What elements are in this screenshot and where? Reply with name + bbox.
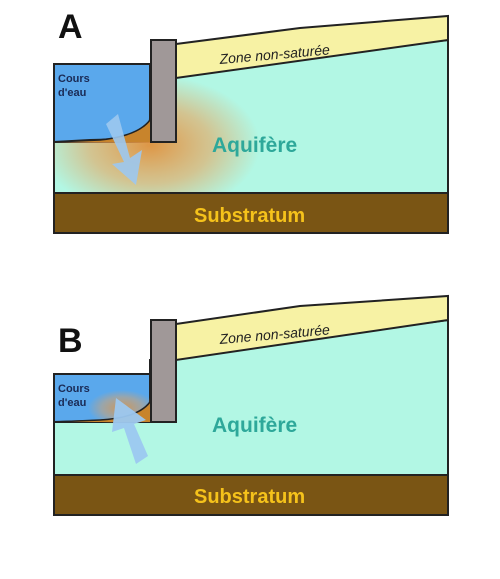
substratum-label-b: Substratum: [194, 486, 305, 508]
stream-label-b-line2: d'eau: [58, 397, 86, 409]
panel-label-a: A: [58, 8, 83, 46]
panel-a: A Cours d'eau Zone non-saturée Aquifère …: [53, 8, 449, 234]
stream-label-a-line2: d'eau: [58, 87, 86, 99]
wall-a: [150, 39, 177, 143]
stream-label-b-line1: Cours: [58, 383, 90, 395]
sediment-a: [54, 120, 150, 142]
substratum-a: [53, 192, 449, 234]
panel-b: B Cours d'eau Zone non-saturée Aquifère …: [53, 294, 449, 516]
flow-arrow-b: [112, 398, 148, 464]
aquifer-label-a: Aquifère: [212, 134, 297, 157]
substratum-b: [53, 474, 449, 516]
wall-b: [150, 319, 177, 423]
panel-label-b: B: [58, 322, 83, 360]
aquifer-label-b: Aquifère: [212, 414, 297, 437]
stream-label-a-line1: Cours: [58, 73, 90, 85]
flow-arrow-a: [106, 114, 142, 185]
substratum-label-a: Substratum: [194, 205, 305, 227]
